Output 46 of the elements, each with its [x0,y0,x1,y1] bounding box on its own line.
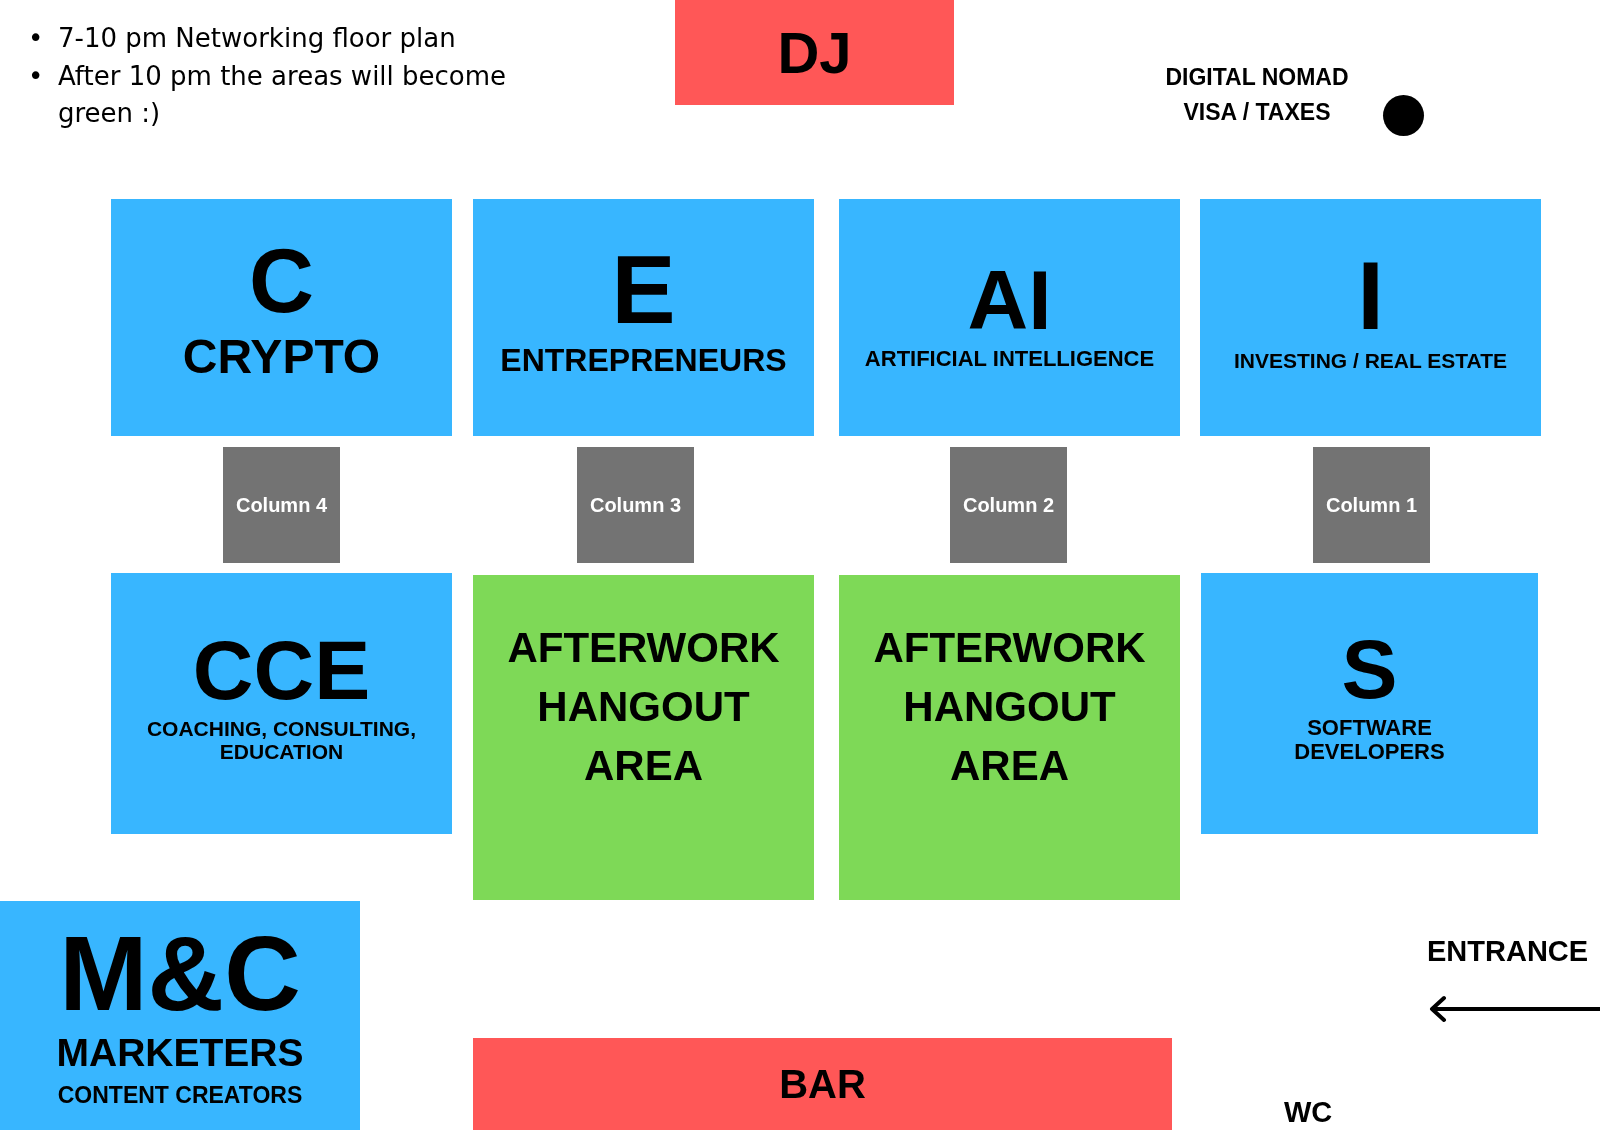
area-subtitle: ARTIFICIAL INTELLIGENCE [864,346,1155,371]
floor-area [839,199,1180,436]
area-title: DJ [777,20,852,85]
floor-area [223,447,340,563]
area-title: Column 1 [1325,494,1418,516]
floor-area [1313,447,1430,563]
floor-area [839,575,1180,900]
floor-area [1200,199,1541,436]
area-title: CCE [192,624,371,717]
floor-area [950,447,1067,563]
floor-area [577,447,694,563]
area-subtitle: CRYPTO [182,330,381,384]
area-subtitle: ENTREPRENEURS [500,342,787,378]
bullet-note: After 10 pm the areas will become green :) [58,59,508,131]
floor-area [473,199,814,436]
floor-area [1201,573,1538,834]
area-title: E [611,237,676,343]
area-title: BAR [779,1062,866,1106]
area-subtitle: CONTENT CREATORS [57,1082,303,1108]
area-title: Column 3 [589,494,682,516]
area-title: C [249,231,314,331]
restroom-label: WC [1284,1096,1333,1129]
area-title: Column 2 [962,494,1055,516]
area-subtitle: INVESTING / REAL ESTATE [1234,348,1507,372]
floor-area [675,0,954,105]
floor-area [111,573,452,834]
area-title: AFTERWORK HANGOUT AREA [506,623,781,791]
area-title: AI [967,254,1052,347]
area-title: M&C [59,915,301,1032]
area-subtitle: SOFTWARE DEVELOPERS [1293,715,1446,764]
floor-area [0,901,360,1130]
area-title: I [1357,243,1384,349]
floor-area [473,575,814,900]
floor-area [473,1038,1172,1130]
bullet: • [28,59,44,93]
bullet-note: 7-10 pm Networking floor plan [58,22,457,55]
area-title: S [1341,623,1398,716]
entrance-label: ENTRANCE [1427,935,1589,968]
floor-area [111,199,452,436]
area-subtitle: MARKETERS [56,1031,304,1075]
area-title: Column 4 [235,494,328,516]
area-label: DIGITAL NOMAD VISA / TAXES [1164,63,1350,127]
bullet: • [28,22,44,55]
area-title: AFTERWORK HANGOUT AREA [872,623,1147,791]
marker-dot [1383,95,1424,136]
area-subtitle: COACHING, CONSULTING, EDUCATION [145,716,418,763]
